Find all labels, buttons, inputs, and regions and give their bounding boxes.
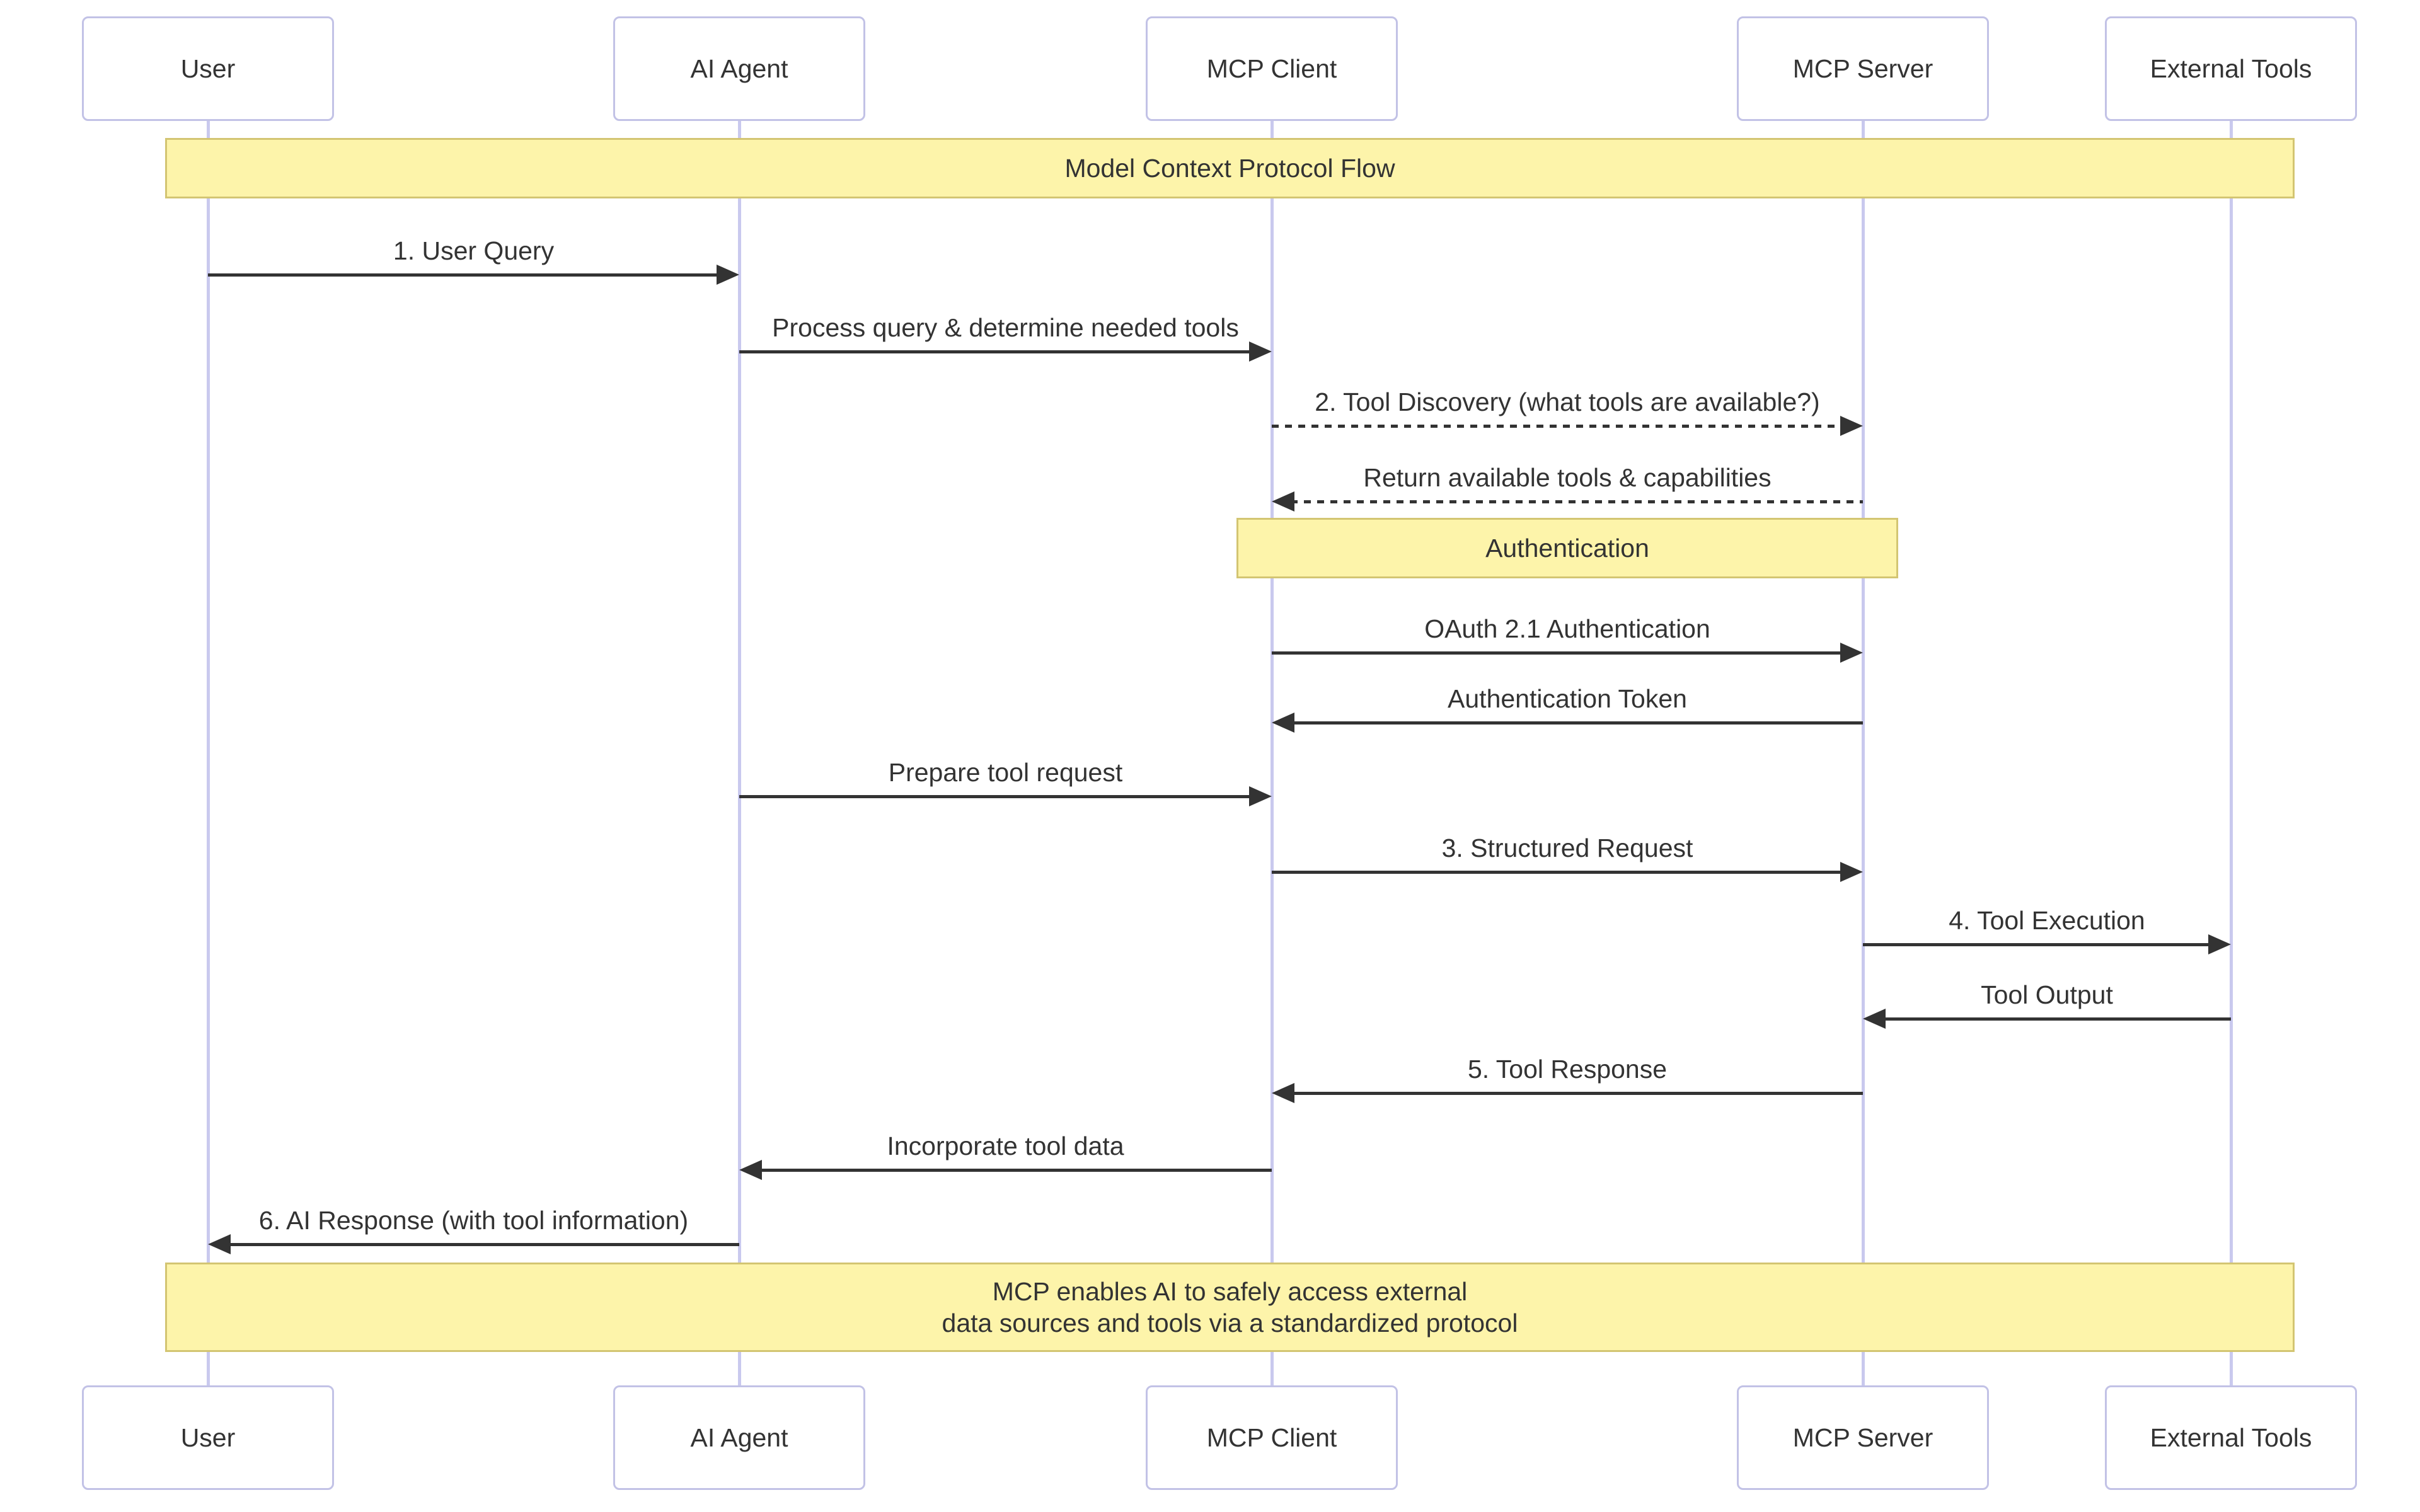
lifeline-server <box>1862 120 1865 1386</box>
message-line <box>1291 721 1863 724</box>
lifeline-client <box>1270 120 1274 1386</box>
actor-bottom-server: MCP Server <box>1737 1385 1989 1490</box>
actor-top-client: MCP Client <box>1146 16 1398 121</box>
title-note-text: Model Context Protocol Flow <box>1064 153 1395 183</box>
actor-label: External Tools <box>2150 54 2312 83</box>
actor-bottom-tools: External Tools <box>2105 1385 2357 1490</box>
message-line <box>1272 871 1844 874</box>
message-arrowhead <box>1840 643 1863 663</box>
message-label: Authentication Token <box>1448 684 1687 713</box>
message-line <box>227 1243 739 1246</box>
message-line <box>1882 1017 2231 1021</box>
actor-label: User <box>180 1423 236 1452</box>
message-arrowhead <box>1249 341 1272 362</box>
message-arrowhead <box>208 1234 231 1254</box>
message-arrowhead <box>739 1160 762 1180</box>
actor-top-ai: AI Agent <box>613 16 865 121</box>
message-label: OAuth 2.1 Authentication <box>1424 614 1710 643</box>
message-label: 4. Tool Execution <box>1949 906 2145 935</box>
message-label: Incorporate tool data <box>887 1131 1124 1160</box>
message-label: 3. Structured Request <box>1441 833 1693 862</box>
footer-note-banner: MCP enables AI to safely access external… <box>165 1263 2295 1352</box>
actor-top-user: User <box>82 16 334 121</box>
message-line <box>739 795 1253 798</box>
actor-label: MCP Server <box>1792 54 1933 83</box>
lifeline-ai <box>738 120 741 1386</box>
actor-top-server: MCP Server <box>1737 16 1989 121</box>
message-arrowhead <box>717 265 739 285</box>
authentication-note-banner: Authentication <box>1236 518 1898 578</box>
message-arrowhead <box>1863 1009 1886 1029</box>
message-label: 1. User Query <box>393 236 555 265</box>
message-arrowhead <box>1840 416 1863 436</box>
message-label: 2. Tool Discovery (what tools are availa… <box>1315 387 1820 416</box>
message-line <box>208 273 720 277</box>
actor-label: User <box>180 54 236 83</box>
message-arrowhead <box>1249 786 1272 806</box>
actor-bottom-user: User <box>82 1385 334 1490</box>
footer-note-line-1: MCP enables AI to safely access external <box>992 1276 1468 1306</box>
actor-top-tools: External Tools <box>2105 16 2357 121</box>
message-line <box>739 350 1253 353</box>
actor-label: MCP Client <box>1206 1423 1337 1452</box>
actor-label: MCP Server <box>1792 1423 1933 1452</box>
message-line <box>1272 651 1844 655</box>
message-arrowhead <box>1272 713 1294 733</box>
message-label: 6. AI Response (with tool information) <box>258 1206 689 1235</box>
message-label: Process query & determine needed tools <box>772 313 1239 342</box>
message-arrowhead <box>1272 491 1294 512</box>
message-label: Tool Output <box>1981 980 2113 1009</box>
actor-label: AI Agent <box>690 1423 788 1452</box>
actor-label: MCP Client <box>1206 54 1337 83</box>
message-line <box>1272 425 1844 428</box>
footer-note-line-2: data sources and tools via a standardize… <box>942 1309 1518 1337</box>
message-arrowhead <box>1272 1083 1294 1103</box>
actor-bottom-client: MCP Client <box>1146 1385 1398 1490</box>
authentication-note-text: Authentication <box>1485 533 1649 563</box>
message-label: Prepare tool request <box>888 758 1123 787</box>
message-line <box>1291 500 1863 503</box>
actor-label: External Tools <box>2150 1423 2312 1452</box>
lifeline-user <box>207 120 210 1386</box>
message-label: 5. Tool Response <box>1467 1055 1668 1084</box>
message-arrowhead <box>1840 862 1863 882</box>
actor-label: AI Agent <box>690 54 788 83</box>
message-line <box>1291 1092 1863 1095</box>
actor-bottom-ai: AI Agent <box>613 1385 865 1490</box>
title-note-banner: Model Context Protocol Flow <box>165 138 2295 198</box>
message-arrowhead <box>2208 934 2231 954</box>
message-line <box>1863 943 2212 946</box>
message-line <box>758 1169 1272 1172</box>
lifeline-tools <box>2230 120 2233 1386</box>
message-label: Return available tools & capabilities <box>1363 463 1772 492</box>
